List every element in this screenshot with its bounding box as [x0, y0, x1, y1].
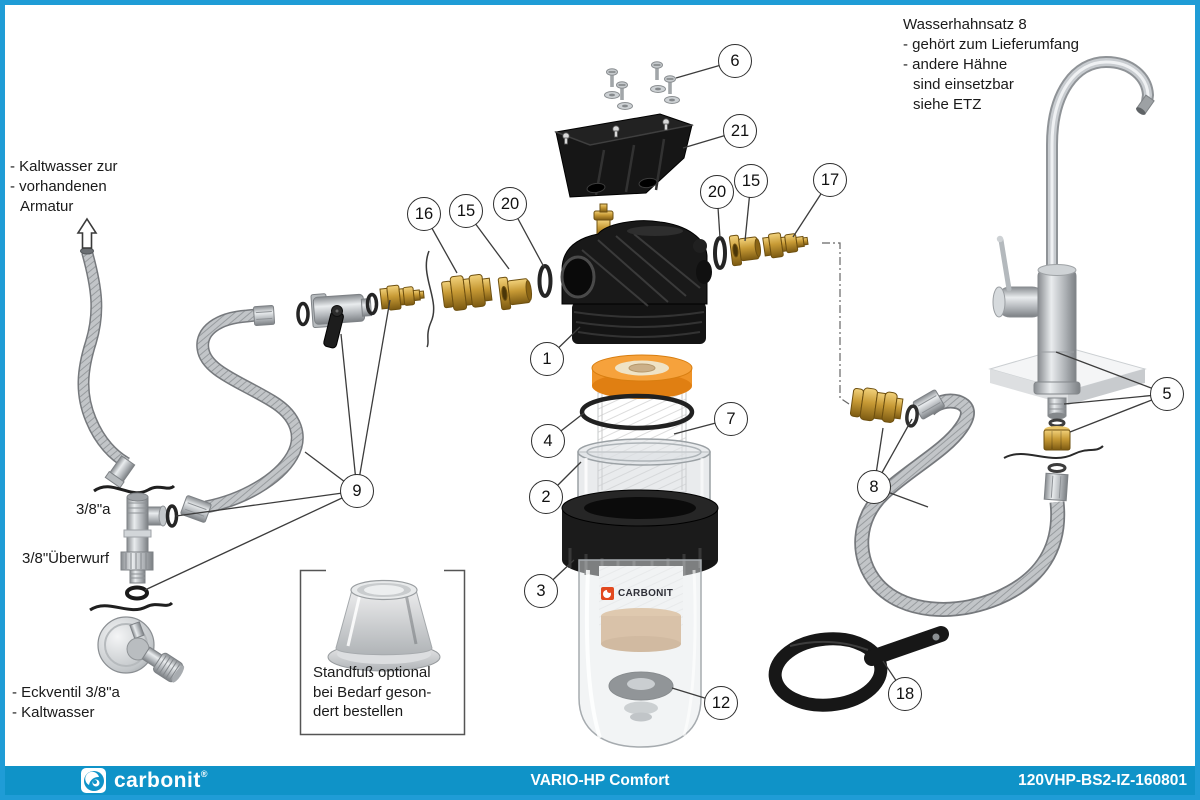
- outlet-hose: [854, 389, 1069, 617]
- note-angle-valve: - Eckventil 3/8"a - Kaltwasser: [12, 684, 120, 721]
- oring-4: [579, 393, 695, 431]
- oring-20-right: [713, 236, 727, 270]
- wall-screws: [604, 61, 680, 110]
- stand-foot-box: [299, 564, 466, 736]
- oring-8: [905, 404, 919, 428]
- callout-7: 7: [714, 402, 748, 436]
- callout-1: 1: [530, 342, 564, 376]
- inlet-valve-assembly: [296, 284, 425, 349]
- callout-9: 9: [340, 474, 374, 508]
- footer-part-code: 120VHP-BS2-IZ-160801: [1018, 771, 1187, 789]
- callout-18: 18: [888, 677, 922, 711]
- fitting-15-right: [728, 234, 762, 267]
- footer-model: VARIO-HP Comfort: [530, 771, 670, 789]
- angle-valve: [97, 616, 185, 683]
- callout-15-right: 15: [734, 164, 768, 198]
- break-wave-upper: [93, 484, 176, 495]
- inlet-hose-s: [180, 304, 304, 523]
- coupling-16: [441, 273, 493, 311]
- break-line-left: [425, 250, 435, 348]
- carbonit-logo-icon: [601, 587, 614, 600]
- faucet-fittings-5: [1003, 397, 1104, 473]
- filter-wrench: [768, 626, 949, 712]
- oring-tee-bottom: [125, 585, 149, 601]
- filter-bowl: [578, 559, 702, 748]
- note-cold-water: - Kaltwasser zur - vorhandenen Armatur: [10, 158, 118, 215]
- callout-2: 2: [529, 480, 563, 514]
- oring-tee-side: [165, 504, 179, 528]
- fitting-15-left: [497, 276, 533, 311]
- footer-brand: carbonit®: [114, 768, 208, 792]
- dash-dot-line: [822, 242, 850, 405]
- note-faucet-set-title: Wasserhahnsatz 8: [903, 16, 1027, 33]
- oring-20-left: [537, 264, 553, 298]
- filter-head: [560, 203, 712, 344]
- bowl-brand-text: CARBONIT: [618, 588, 674, 599]
- callout-16: 16: [407, 197, 441, 231]
- callout-20-right: 20: [700, 175, 734, 209]
- carbonit-footer-logo-icon: [81, 768, 106, 793]
- callout-17: 17: [813, 163, 847, 197]
- tee-valve: [120, 492, 168, 584]
- callout-12: 12: [704, 686, 738, 720]
- callout-5: 5: [1150, 377, 1184, 411]
- callout-20-left: 20: [493, 187, 527, 221]
- callout-15-left: 15: [449, 194, 483, 228]
- plug-17: [762, 232, 809, 259]
- filter-cartridge: [591, 354, 693, 493]
- callout-6: 6: [718, 44, 752, 78]
- break-wave-lower: [89, 601, 174, 612]
- label-union-nut: 3/8"Überwurf: [22, 550, 110, 567]
- callout-3: 3: [524, 574, 558, 608]
- inlet-hose-vertical: [77, 247, 136, 489]
- callout-21: 21: [723, 114, 757, 148]
- coupling-8: [849, 387, 904, 423]
- note-stand-foot: Standfuß optional bei Bedarf geson- dert…: [313, 664, 432, 720]
- note-faucet-set: Wasserhahnsatz 8 - gehört zum Lieferumfa…: [903, 16, 1079, 113]
- label-thread-size: 3/8"a: [76, 501, 111, 518]
- callout-8: 8: [857, 470, 891, 504]
- callout-4: 4: [531, 424, 565, 458]
- bowl-brand-label: CARBONIT: [601, 587, 673, 600]
- footer-bar: carbonit® VARIO-HP Comfort 120VHP-BS2-IZ…: [5, 766, 1195, 795]
- mounting-bracket: [554, 113, 694, 198]
- flow-arrow-icon: [76, 217, 98, 249]
